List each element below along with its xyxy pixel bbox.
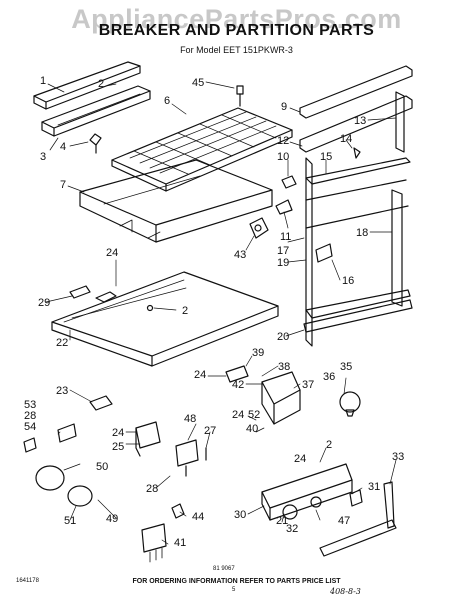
callout-label: 32 <box>286 523 298 535</box>
breaker-strip-parts <box>33 61 151 154</box>
partition-frame-parts <box>275 65 413 347</box>
callout-label: 53 <box>24 399 36 411</box>
callout-label: 24 <box>232 409 244 421</box>
callout-label: 25 <box>112 441 124 453</box>
callout-label: 52 <box>248 409 260 421</box>
callout-label: 2 <box>98 78 104 90</box>
control-housing-parts <box>225 365 361 425</box>
callout-label: 42 <box>232 379 244 391</box>
page-title: BREAKER AND PARTITION PARTS <box>98 22 375 39</box>
callout-label: 40 <box>246 423 258 435</box>
callout-label: 33 <box>392 451 404 463</box>
handwritten-code: 408-8-3 <box>330 587 361 596</box>
callout-label: 43 <box>234 249 246 261</box>
callout-label: 44 <box>192 511 204 523</box>
control-panel-parts <box>261 463 397 557</box>
callout-label: 13 <box>354 115 366 127</box>
callout-label: 22 <box>56 337 68 349</box>
callout-label: 11 <box>280 231 291 243</box>
watermark: AppliancePartsPros.com <box>71 4 402 34</box>
shelf-part-22 <box>51 271 279 367</box>
drawing-ref-code: 81 9067 <box>213 566 235 572</box>
callout-label: 31 <box>368 481 380 493</box>
ordering-footer: FOR ORDERING INFORMATION REFER TO PARTS … <box>132 578 341 585</box>
model-subtitle: For Model EET 151PKWR-3 <box>180 45 293 55</box>
callout-label: 28 <box>24 410 36 422</box>
callout-label: 51 <box>64 515 76 527</box>
bracket-part-43 <box>249 217 269 239</box>
callout-label: 14 <box>340 133 352 145</box>
callout-label: 18 <box>356 227 368 239</box>
callout-label: 36 <box>323 371 335 383</box>
callout-label: 28 <box>146 483 158 495</box>
callout-label: 7 <box>60 179 66 191</box>
callout-label: 21 <box>276 515 288 527</box>
callout-label: 35 <box>340 361 352 373</box>
callout-label: 20 <box>277 331 289 343</box>
page-number: 5 <box>232 587 236 593</box>
callout-label: 24 <box>106 247 118 259</box>
left-control-parts <box>23 421 161 507</box>
callout-label: 10 <box>277 151 289 163</box>
thermostat-parts <box>175 439 207 477</box>
callout-label: 49 <box>106 513 118 525</box>
callout-label: 23 <box>56 385 68 397</box>
callout-label: 24 <box>194 369 206 381</box>
callout-label: 19 <box>277 257 289 269</box>
callout-label: 37 <box>302 379 314 391</box>
callout-label: 54 <box>24 421 36 433</box>
callout-label: 27 <box>204 425 216 437</box>
callout-label: 24 <box>112 427 124 439</box>
callout-label: 30 <box>234 509 246 521</box>
callout-labels: 1 2 3 4 45 6 7 9 12 13 14 10 15 11 17 18… <box>24 75 404 549</box>
callout-label: 17 <box>277 245 289 257</box>
breaker-part-23 <box>89 395 113 411</box>
callout-label: 29 <box>38 297 50 309</box>
callout-label: 2 <box>182 305 188 317</box>
tray-part-7 <box>79 159 273 243</box>
callout-label: 45 <box>192 77 204 89</box>
callout-label: 48 <box>184 413 196 425</box>
callout-label: 47 <box>338 515 350 527</box>
callout-label: 39 <box>252 347 264 359</box>
callout-label: 41 <box>174 537 186 549</box>
callout-label: 50 <box>96 461 108 473</box>
callout-label: 4 <box>60 141 66 153</box>
callout-label: 16 <box>342 275 354 287</box>
callout-label: 38 <box>278 361 290 373</box>
callout-label: 6 <box>164 95 170 107</box>
callout-label: 1 <box>40 75 46 87</box>
callout-label: 24 <box>294 453 306 465</box>
callout-label: 15 <box>320 151 332 163</box>
callout-label: 12 <box>277 135 289 147</box>
callout-label: 3 <box>40 151 46 163</box>
leader-lines <box>45 81 397 545</box>
corner-code: 1641178 <box>16 578 39 584</box>
callout-label: 9 <box>281 101 287 113</box>
terminal-block-parts <box>141 503 185 563</box>
callout-label: 2 <box>326 439 332 451</box>
